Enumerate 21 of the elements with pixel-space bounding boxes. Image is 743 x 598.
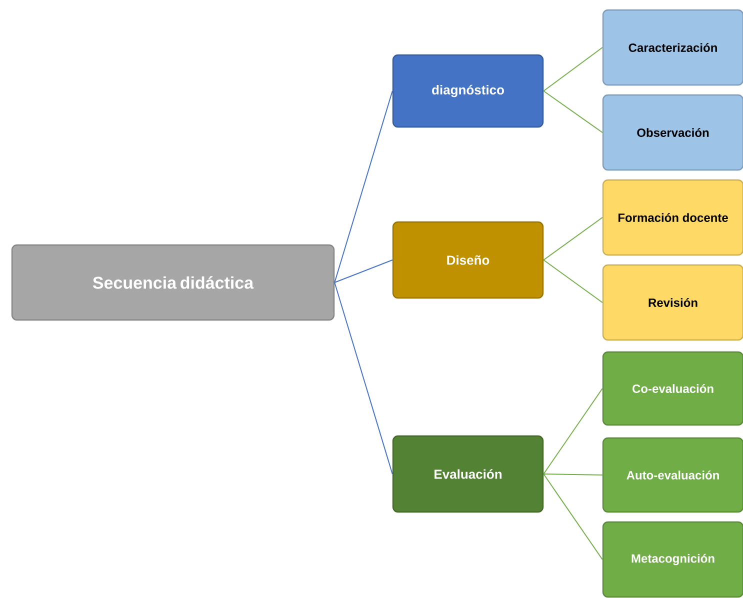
- connector-line: [543, 90, 603, 133]
- connector-line: [543, 260, 603, 303]
- connector-line: [543, 217, 603, 260]
- item-box: Formación docente: [602, 179, 743, 256]
- category-box: Diseño: [392, 221, 544, 299]
- item-box: Auto-evaluación: [602, 437, 743, 513]
- connector-line: [334, 90, 393, 283]
- connector-line: [334, 282, 393, 474]
- category-box: Evaluación: [392, 435, 544, 513]
- item-box: Observación: [602, 94, 743, 171]
- connector-line: [543, 474, 603, 476]
- item-box: Co-evaluación: [602, 351, 743, 426]
- connector-line: [543, 388, 603, 474]
- connector-line: [543, 47, 603, 92]
- connector-line: [334, 260, 393, 283]
- item-box: Revisión: [602, 264, 743, 341]
- item-box: Caracterización: [602, 9, 743, 86]
- connector-line: [543, 474, 603, 560]
- root-box: Secuencia didáctica: [11, 244, 335, 321]
- item-box: Metacognición: [602, 521, 743, 598]
- category-box: diagnóstico: [392, 54, 544, 128]
